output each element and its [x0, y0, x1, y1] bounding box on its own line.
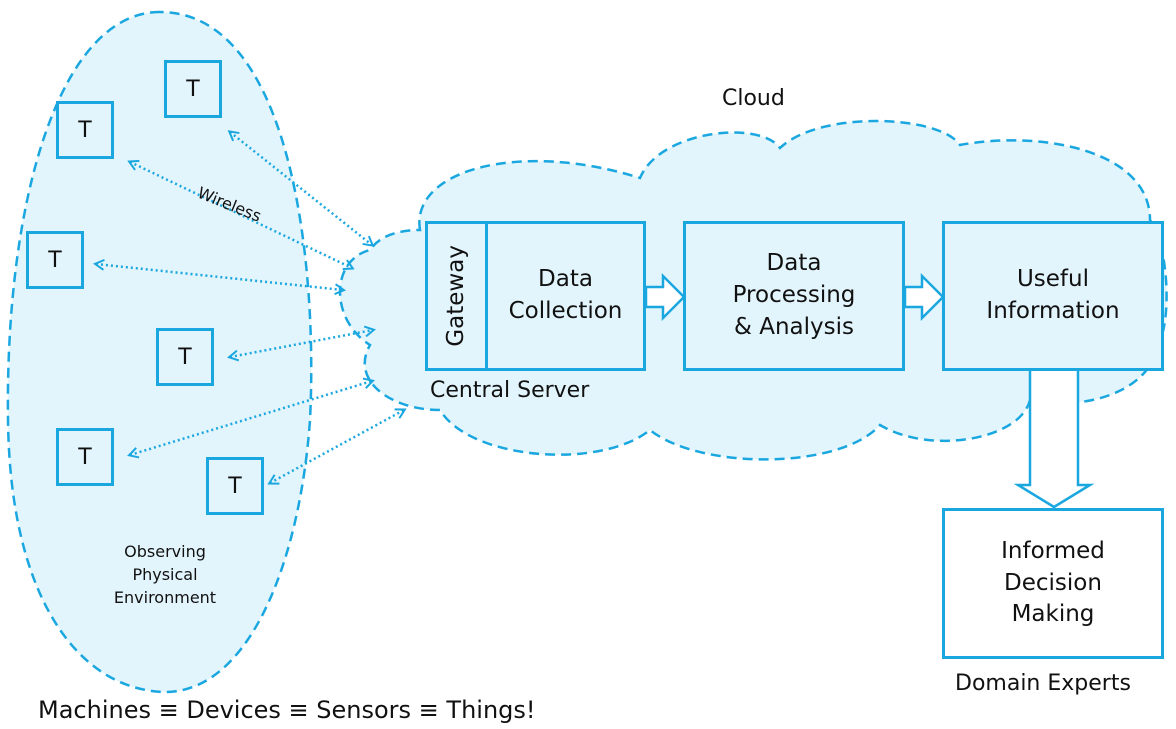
data-collection-box: Data Collection: [485, 221, 646, 371]
thing-node: T: [26, 231, 84, 289]
footer-caption: Machines ≡ Devices ≡ Sensors ≡ Things!: [38, 696, 536, 724]
wireless-link: [130, 381, 372, 455]
gateway-box: Gateway: [425, 221, 488, 371]
wireless-link: [270, 410, 404, 483]
arrow-collection-to-processing: [644, 272, 686, 322]
thing-node: T: [164, 60, 222, 118]
wireless-link: [96, 264, 343, 290]
thing-node: T: [206, 457, 264, 515]
wireless-link: [130, 162, 352, 268]
arrow-information-to-decision: [1013, 370, 1095, 509]
environment-label: Observing Physical Environment: [113, 542, 217, 608]
thing-node: T: [56, 428, 114, 486]
domain-experts-label: Domain Experts: [955, 671, 1131, 696]
wireless-link: [230, 330, 373, 357]
wireless-links: [96, 132, 404, 483]
decision-making-box: Informed Decision Making: [942, 508, 1164, 659]
arrow-processing-to-information: [903, 272, 945, 322]
flow-arrows: [644, 272, 1095, 509]
thing-node: T: [156, 328, 214, 386]
cloud-label: Cloud: [722, 86, 785, 111]
data-processing-box: Data Processing & Analysis: [683, 221, 905, 371]
central-server-label: Central Server: [430, 378, 590, 403]
thing-node: T: [56, 101, 114, 159]
useful-information-box: Useful Information: [942, 221, 1164, 371]
gateway-label: Gateway: [442, 245, 469, 347]
